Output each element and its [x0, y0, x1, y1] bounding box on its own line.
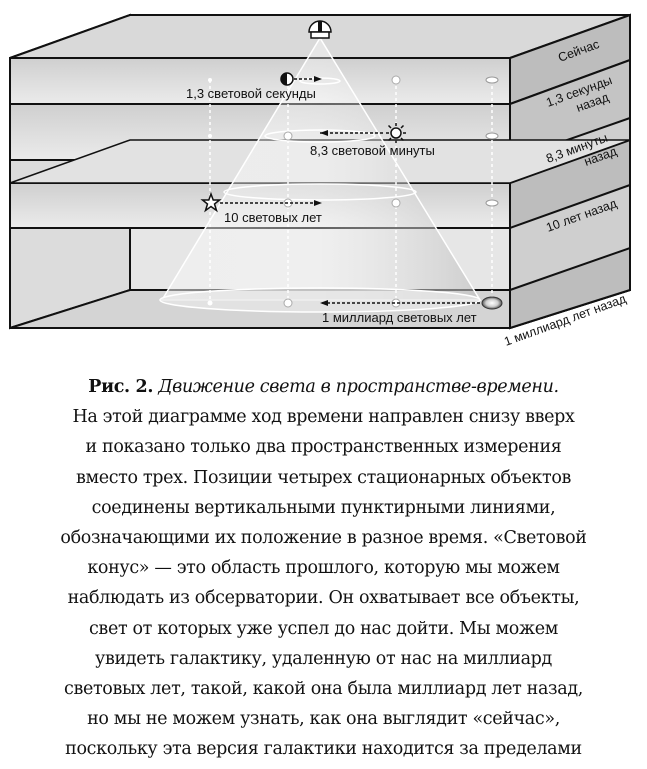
caption-line: световых лет, такой, какой она была милл… — [64, 679, 583, 700]
star-icon — [200, 191, 222, 213]
spacetime-figure: 1,3 световой секунды 8,3 световой минуты… — [0, 0, 647, 360]
light-cone — [159, 36, 482, 313]
caption-line: но мы не можем узнать, как она выглядит … — [87, 709, 560, 730]
caption-line: свет от которых уже успел до нас дойти. … — [88, 618, 558, 639]
caption-line: соединены вертикальными пунктирными лини… — [91, 497, 556, 518]
label-star-distance: 10 световых лет — [224, 210, 322, 225]
figure-caption: Рис. 2. Движение света в пространстве-вр… — [0, 372, 647, 769]
caption-line: конус» — это область прошлого, которую м… — [87, 558, 560, 579]
caption-line: поскольку эта версия галактики находится… — [65, 739, 582, 760]
caption-line: и показано только два пространственных и… — [85, 437, 562, 458]
figure-title: Движение света в пространстве-времени. — [158, 377, 559, 397]
caption-line: обозначающими их положение в разное врем… — [60, 528, 587, 549]
caption-line: вместо трех. Позиции четырех стационарны… — [75, 467, 572, 488]
worldlines — [209, 80, 493, 300]
label-galaxy-distance: 1 миллиард световых лет — [322, 310, 477, 325]
label-moon-distance: 1,3 световой секунды — [186, 86, 316, 101]
caption-title-line: Рис. 2. Движение света в пространстве-вр… — [0, 372, 647, 402]
arrow-heads — [314, 76, 328, 306]
galaxy-icon — [481, 296, 503, 310]
caption-line: На этой диаграмме ход времени направлен … — [72, 407, 575, 428]
sun-icon — [386, 123, 406, 143]
observatory-icon — [308, 20, 332, 39]
caption-line: наблюдать из обсерватории. Он охватывает… — [67, 588, 580, 609]
moon-icon — [280, 72, 294, 86]
caption-line: увидеть галактику, удаленную от нас на м… — [95, 648, 552, 669]
label-sun-distance: 8,3 световой минуты — [310, 143, 435, 158]
distance-arrows — [220, 78, 480, 304]
figure-number: Рис. 2. — [88, 377, 154, 397]
